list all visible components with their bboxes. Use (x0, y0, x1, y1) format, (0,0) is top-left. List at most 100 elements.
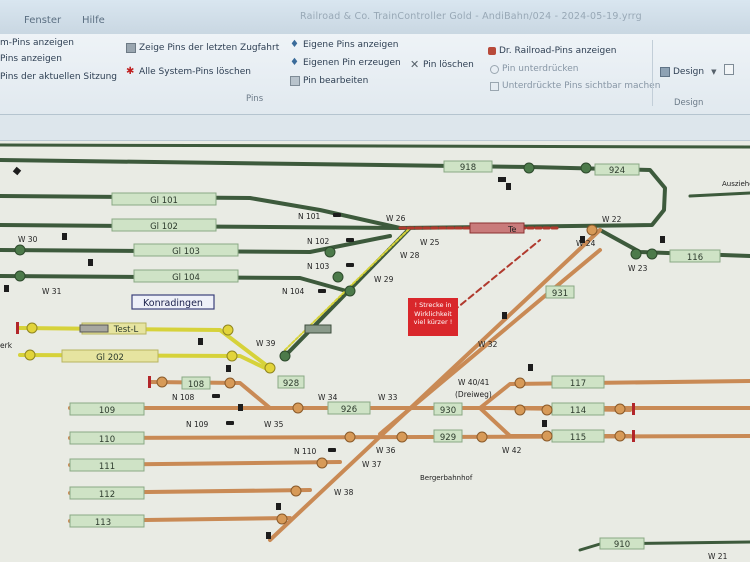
signal-icon[interactable] (238, 404, 243, 411)
warning-text-container: ! Strecke in Wirklichkeit viel kürzer ! (413, 301, 453, 326)
track-label-111: 111 (99, 462, 115, 472)
track-node[interactable] (541, 404, 553, 416)
track-node[interactable] (276, 513, 288, 525)
track-node[interactable] (514, 377, 526, 389)
signal-icon[interactable] (276, 503, 281, 510)
track-label-box (433, 402, 463, 416)
signal-icon[interactable] (542, 420, 547, 427)
show-last-run-pins-button[interactable]: Zeige Pins der letzten Zugfahrt (126, 43, 279, 53)
delete-pins-icon: ✱ (126, 66, 135, 77)
track-label-box (111, 192, 217, 206)
show-suppressed-pins-button[interactable]: Unterdrückte Pins sichtbar machen (490, 81, 660, 91)
track-node[interactable] (224, 377, 236, 389)
track-node[interactable] (14, 270, 26, 282)
track-node[interactable] (332, 271, 344, 283)
track-diagram-svg[interactable]: 918 924 Gl 101 Gl 102 Gl 103 Gl 104 116 … (0, 141, 750, 562)
signal-icon[interactable] (502, 312, 507, 319)
signal-icon[interactable] (4, 285, 9, 292)
session-pins-button[interactable]: Pins der aktuellen Sitzung (0, 72, 117, 82)
track-node[interactable] (24, 349, 36, 361)
signal-icon[interactable] (346, 263, 354, 267)
buffer-stop (632, 403, 635, 415)
signal-icon[interactable] (498, 177, 506, 182)
create-pin-icon: ♦ (290, 57, 299, 68)
pin-list-icon (126, 43, 136, 53)
menu-hilfe[interactable]: Hilfe (82, 15, 105, 26)
track-node[interactable] (396, 431, 408, 443)
track-label-gl202: Gl 202 (96, 353, 124, 363)
track-node[interactable] (523, 162, 535, 174)
track-label-117: 117 (570, 379, 586, 389)
switch-label-w28: W 28 (400, 251, 420, 260)
signal-icon[interactable] (333, 213, 341, 217)
signal-icon[interactable] (212, 394, 220, 398)
track-node[interactable] (476, 431, 488, 443)
track-node[interactable] (222, 324, 234, 336)
track-node[interactable] (264, 362, 276, 374)
track-node[interactable] (630, 248, 642, 260)
ribbon-separator (652, 40, 653, 106)
delete-pin-button[interactable]: ✕Pin löschen (410, 58, 474, 71)
track-node[interactable] (324, 246, 336, 258)
signal-icon[interactable] (660, 236, 665, 243)
edit-pin-button[interactable]: Pin bearbeiten (290, 76, 368, 86)
track-108-line (148, 380, 272, 410)
track-node[interactable] (586, 224, 598, 236)
signal-icon[interactable] (580, 236, 585, 243)
signal-icon[interactable] (528, 364, 533, 371)
switch-label-w40-41: W 40/41 (458, 378, 490, 387)
signal-icon[interactable] (506, 183, 511, 190)
track-node[interactable] (541, 430, 553, 442)
signal-icon[interactable] (62, 233, 67, 240)
show-system-pins-button[interactable]: m-Pins anzeigen (0, 38, 74, 48)
track-diagram[interactable]: 918 924 Gl 101 Gl 102 Gl 103 Gl 104 116 … (0, 141, 750, 562)
track-node[interactable] (344, 285, 356, 297)
delete-system-pins-button[interactable]: ✱Alle System-Pins löschen (126, 66, 251, 78)
signal-icon[interactable] (226, 365, 231, 372)
track-label-gl102: Gl 102 (150, 222, 178, 232)
suppress-pin-button[interactable]: Pin unterdrücken (490, 64, 579, 74)
design-dropdown[interactable]: Design▼ (660, 67, 716, 77)
create-pin-button[interactable]: ♦Eigenen Pin erzeugen (290, 57, 401, 69)
menu-fenster[interactable]: Fenster (24, 15, 62, 26)
design-extra-button[interactable] (724, 64, 734, 75)
track-label-box (669, 249, 721, 263)
track-node[interactable] (614, 403, 626, 415)
track-node[interactable] (614, 430, 626, 442)
track-label-box (111, 218, 217, 232)
parked-train[interactable] (304, 324, 332, 334)
show-own-pins-button[interactable]: ♦Eigene Pins anzeigen (290, 39, 399, 51)
signal-label-n102: N 102 (307, 237, 330, 246)
warning-text: ! Strecke in Wirklichkeit viel kürzer ! (413, 301, 453, 326)
test-train[interactable] (79, 324, 109, 333)
track-node[interactable] (279, 350, 291, 362)
track-node[interactable] (344, 431, 356, 443)
show-pins-button[interactable]: Pins anzeigen (0, 54, 62, 64)
track-label-gl101: Gl 101 (150, 196, 178, 206)
signal-icon[interactable] (198, 338, 203, 345)
track-node[interactable] (26, 322, 38, 334)
track-node[interactable] (226, 350, 238, 362)
track-label-box (181, 376, 211, 390)
track-label-box (69, 486, 145, 500)
signal-icon[interactable] (88, 259, 93, 266)
signal-icon[interactable] (266, 532, 271, 539)
track-node[interactable] (292, 402, 304, 414)
signal-icon[interactable] (12, 166, 22, 176)
signal-icon[interactable] (346, 238, 354, 242)
signal-icon[interactable] (318, 289, 326, 293)
train-locomotive[interactable] (469, 222, 525, 234)
warning-box (408, 298, 458, 336)
signal-icon[interactable] (328, 448, 336, 452)
track-node[interactable] (514, 404, 526, 416)
track-node[interactable] (646, 248, 658, 260)
track-node[interactable] (156, 376, 168, 388)
track-node[interactable] (14, 244, 26, 256)
track-node[interactable] (316, 457, 328, 469)
track-label-box (599, 537, 645, 550)
signal-icon[interactable] (226, 421, 234, 425)
show-dr-railroad-pins-button[interactable]: Dr. Railroad-Pins anzeigen (488, 46, 617, 56)
track-node[interactable] (580, 162, 592, 174)
track-label-box (545, 285, 575, 299)
track-node[interactable] (290, 485, 302, 497)
